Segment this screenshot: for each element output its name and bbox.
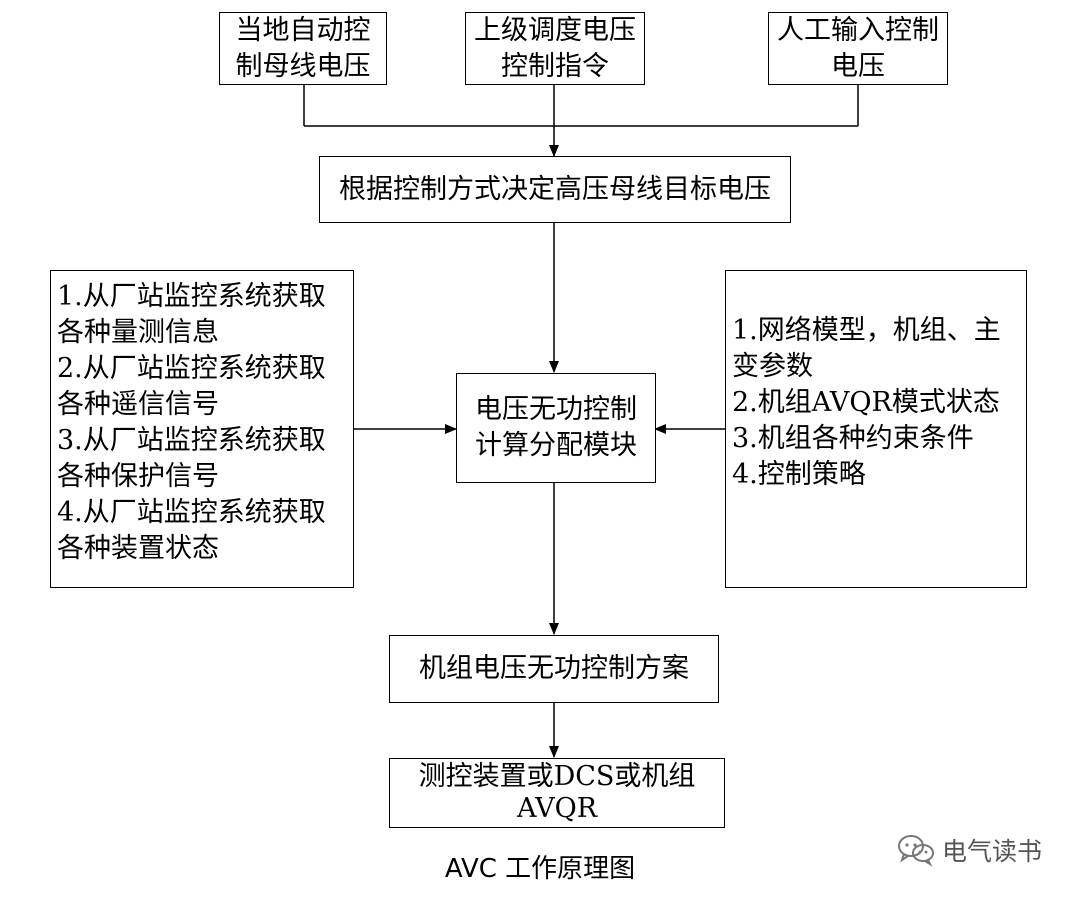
left-panel-item: 2.从厂站监控系统获取 <box>57 353 326 384</box>
watermark: 电气读书 <box>896 832 1042 868</box>
left-panel-item: 1.从厂站监控系统获取 <box>57 281 326 312</box>
right-panel-item: 4.控制策略 <box>732 459 866 490</box>
output-device-label: 测控装置或DCS或机组 AVQR <box>418 761 696 824</box>
figure-caption: AVC 工作原理图 <box>444 854 636 884</box>
input-box-dispatch-command: 上级调度电压 控制指令 <box>465 12 645 85</box>
wechat-icon <box>898 835 934 867</box>
input-box-local-auto-label: 当地自动控 制母线电压 <box>235 14 371 82</box>
right-panel-item: 1.网络模型，机组、主 <box>732 315 1001 346</box>
control-calculation-module-box: 电压无功控制 计算分配模块 <box>456 373 656 483</box>
input-box-local-auto: 当地自动控 制母线电压 <box>219 12 387 85</box>
control-calculation-module-label: 电压无功控制 计算分配模块 <box>475 394 637 461</box>
unit-control-plan-box: 机组电压无功控制方案 <box>389 635 719 703</box>
right-panel-item: 2.机组AVQR模式状态 <box>732 387 1000 418</box>
input-box-manual-voltage-label: 人工输入控制 电压 <box>777 14 939 82</box>
input-box-manual-voltage: 人工输入控制 电压 <box>768 12 948 85</box>
left-panel-item: 各种量测信息 <box>57 317 219 348</box>
right-info-panel: 1.网络模型，机组、主 变参数 2.机组AVQR模式状态 3.机组各种约束条件 … <box>725 270 1027 588</box>
right-panel-item: 变参数 <box>732 351 813 382</box>
target-voltage-box: 根据控制方式决定高压母线目标电压 <box>319 156 791 223</box>
output-device-box: 测控装置或DCS或机组 AVQR <box>389 758 725 828</box>
left-panel-item: 各种遥信信号 <box>57 389 219 420</box>
watermark-text: 电气读书 <box>942 837 1043 866</box>
left-info-panel: 1.从厂站监控系统获取 各种量测信息 2.从厂站监控系统获取 各种遥信信号 3.… <box>50 270 354 588</box>
unit-control-plan-label: 机组电压无功控制方案 <box>419 653 689 684</box>
left-panel-item: 3.从厂站监控系统获取 <box>57 425 326 456</box>
left-panel-item: 4.从厂站监控系统获取 <box>57 497 326 528</box>
target-voltage-label: 根据控制方式决定高压母线目标电压 <box>339 173 771 205</box>
input-box-dispatch-command-label: 上级调度电压 控制指令 <box>474 14 636 82</box>
left-panel-item: 各种保护信号 <box>57 461 219 492</box>
left-panel-item: 各种装置状态 <box>57 533 219 564</box>
right-panel-item: 3.机组各种约束条件 <box>732 423 974 454</box>
